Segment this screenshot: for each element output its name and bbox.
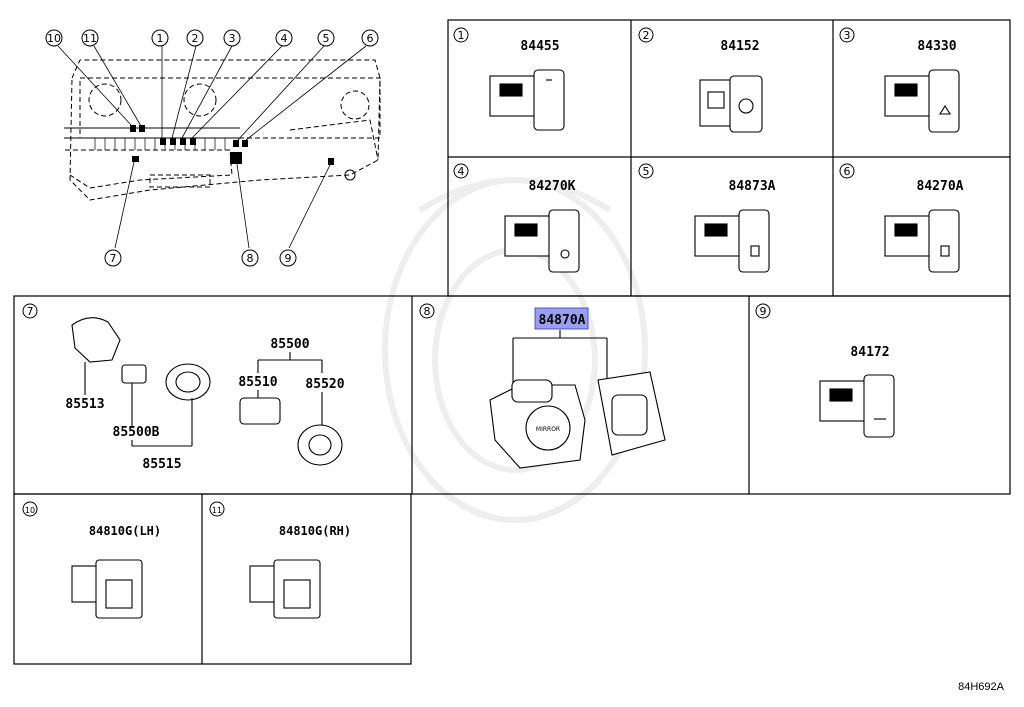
part-label-85500: 85500	[270, 337, 309, 352]
part-label-84873A: 84873A	[729, 179, 776, 194]
switch-illustrations	[71, 69, 960, 619]
part-label-85513: 85513	[65, 397, 104, 412]
switch-84873A	[694, 209, 770, 273]
panel-grid	[13, 19, 1011, 665]
part-label-84455: 84455	[520, 39, 559, 54]
lighter-components	[71, 317, 343, 466]
switch-84810G-RH	[249, 559, 321, 619]
switch-84455	[489, 69, 565, 131]
locator-callout-8: 8	[247, 252, 254, 265]
part-label-84870A: 84870A	[539, 313, 586, 328]
panel-index-9: 9	[760, 305, 767, 318]
highlight-84870A	[534, 307, 589, 330]
part-label-84172: 84172	[850, 345, 889, 360]
panel-index-2: 2	[643, 29, 650, 42]
dashboard-locator	[64, 59, 381, 201]
part-label-84270K: 84270K	[529, 179, 576, 194]
panel-index-5: 5	[643, 165, 650, 178]
mirror-switch-label: MIRROR	[536, 426, 560, 433]
switch-84172	[819, 374, 895, 438]
part-label-84810G-LH: 84810G(LH)	[89, 524, 161, 538]
part-label-84810G-RH: 84810G(RH)	[279, 524, 351, 538]
locator-callout-5: 5	[323, 32, 330, 45]
mirror-switch-assembly	[489, 330, 666, 469]
locator-callouts	[45, 29, 379, 267]
locator-callout-2: 2	[192, 32, 199, 45]
part-label-85510: 85510	[238, 375, 277, 390]
reference-code: 84H692A	[958, 681, 1005, 693]
part-label-84270A: 84270A	[917, 179, 964, 194]
part-label-85520: 85520	[305, 377, 344, 392]
switch-84810G-LH	[71, 559, 143, 619]
panel-index-8: 8	[424, 305, 431, 318]
locator-callout-9: 9	[285, 252, 292, 265]
panel-index-7: 7	[27, 305, 34, 318]
locator-callout-1: 1	[157, 32, 164, 45]
locator-callout-10: 10	[47, 32, 61, 45]
panel-index-1: 1	[458, 29, 465, 42]
part-label-84330: 84330	[917, 39, 956, 54]
panel-index-11: 11	[212, 506, 222, 515]
part-label-85515: 85515	[142, 457, 181, 472]
panel-index-4: 4	[458, 165, 465, 178]
locator-callout-3: 3	[229, 32, 236, 45]
switch-84270K	[504, 209, 580, 273]
locator-callout-6: 6	[367, 32, 374, 45]
panel-index-10: 10	[25, 506, 35, 515]
panel-index-6: 6	[844, 165, 851, 178]
locator-switch-markers	[130, 125, 334, 165]
locator-callout-7: 7	[110, 252, 117, 265]
panel-index-circles	[22, 27, 855, 517]
panel-index-3: 3	[844, 29, 851, 42]
switch-84152	[699, 75, 763, 133]
locator-leader-lines	[57, 45, 367, 249]
locator-callout-4: 4	[281, 32, 288, 45]
switch-84270A	[884, 209, 960, 273]
switch-84330	[884, 69, 960, 133]
part-label-84152: 84152	[720, 39, 759, 54]
locator-callout-11: 11	[83, 32, 97, 45]
part-label-85500B: 85500B	[113, 425, 160, 440]
